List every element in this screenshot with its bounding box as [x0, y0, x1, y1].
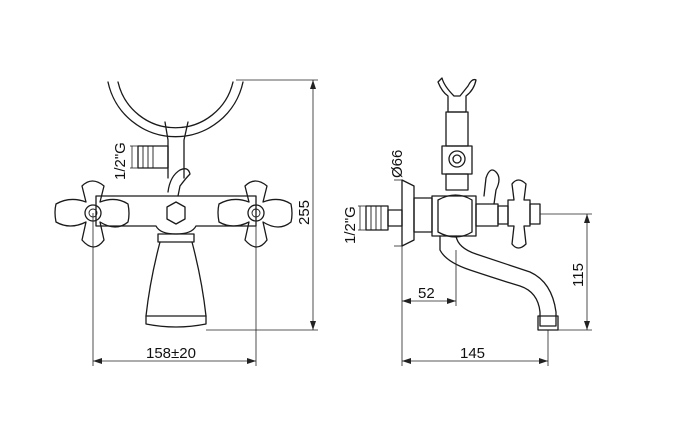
label-thread-left: 1/2"G [112, 142, 129, 180]
label-wall-offset: 52 [418, 285, 435, 302]
left-cross-handle [54, 180, 130, 248]
diverter-lever [167, 168, 191, 197]
label-center-distance: 158±20 [146, 345, 196, 362]
label-height-total: 255 [296, 200, 313, 225]
label-thread-right: 1/2"G [342, 206, 359, 244]
side-dimensions [358, 179, 592, 366]
diverter-side [483, 169, 500, 205]
shower-outlet-thread [137, 145, 169, 169]
inlet-thread [365, 205, 403, 231]
wall-flange [401, 179, 415, 247]
spout-front [145, 241, 207, 328]
handle-side [497, 179, 541, 249]
side-view [365, 77, 559, 331]
holder-pivot [448, 150, 466, 168]
spout-side [439, 235, 557, 327]
right-cross-handle [217, 180, 293, 248]
front-view [54, 81, 293, 328]
label-spout-height: 115 [570, 263, 587, 287]
holder-side [437, 77, 477, 113]
label-flange-diameter: Ø66 [389, 150, 406, 178]
label-spout-reach: 145 [460, 345, 485, 362]
front-dimensions [92, 79, 318, 366]
shower-holder-ring [107, 81, 244, 138]
hex-nut [166, 201, 186, 225]
